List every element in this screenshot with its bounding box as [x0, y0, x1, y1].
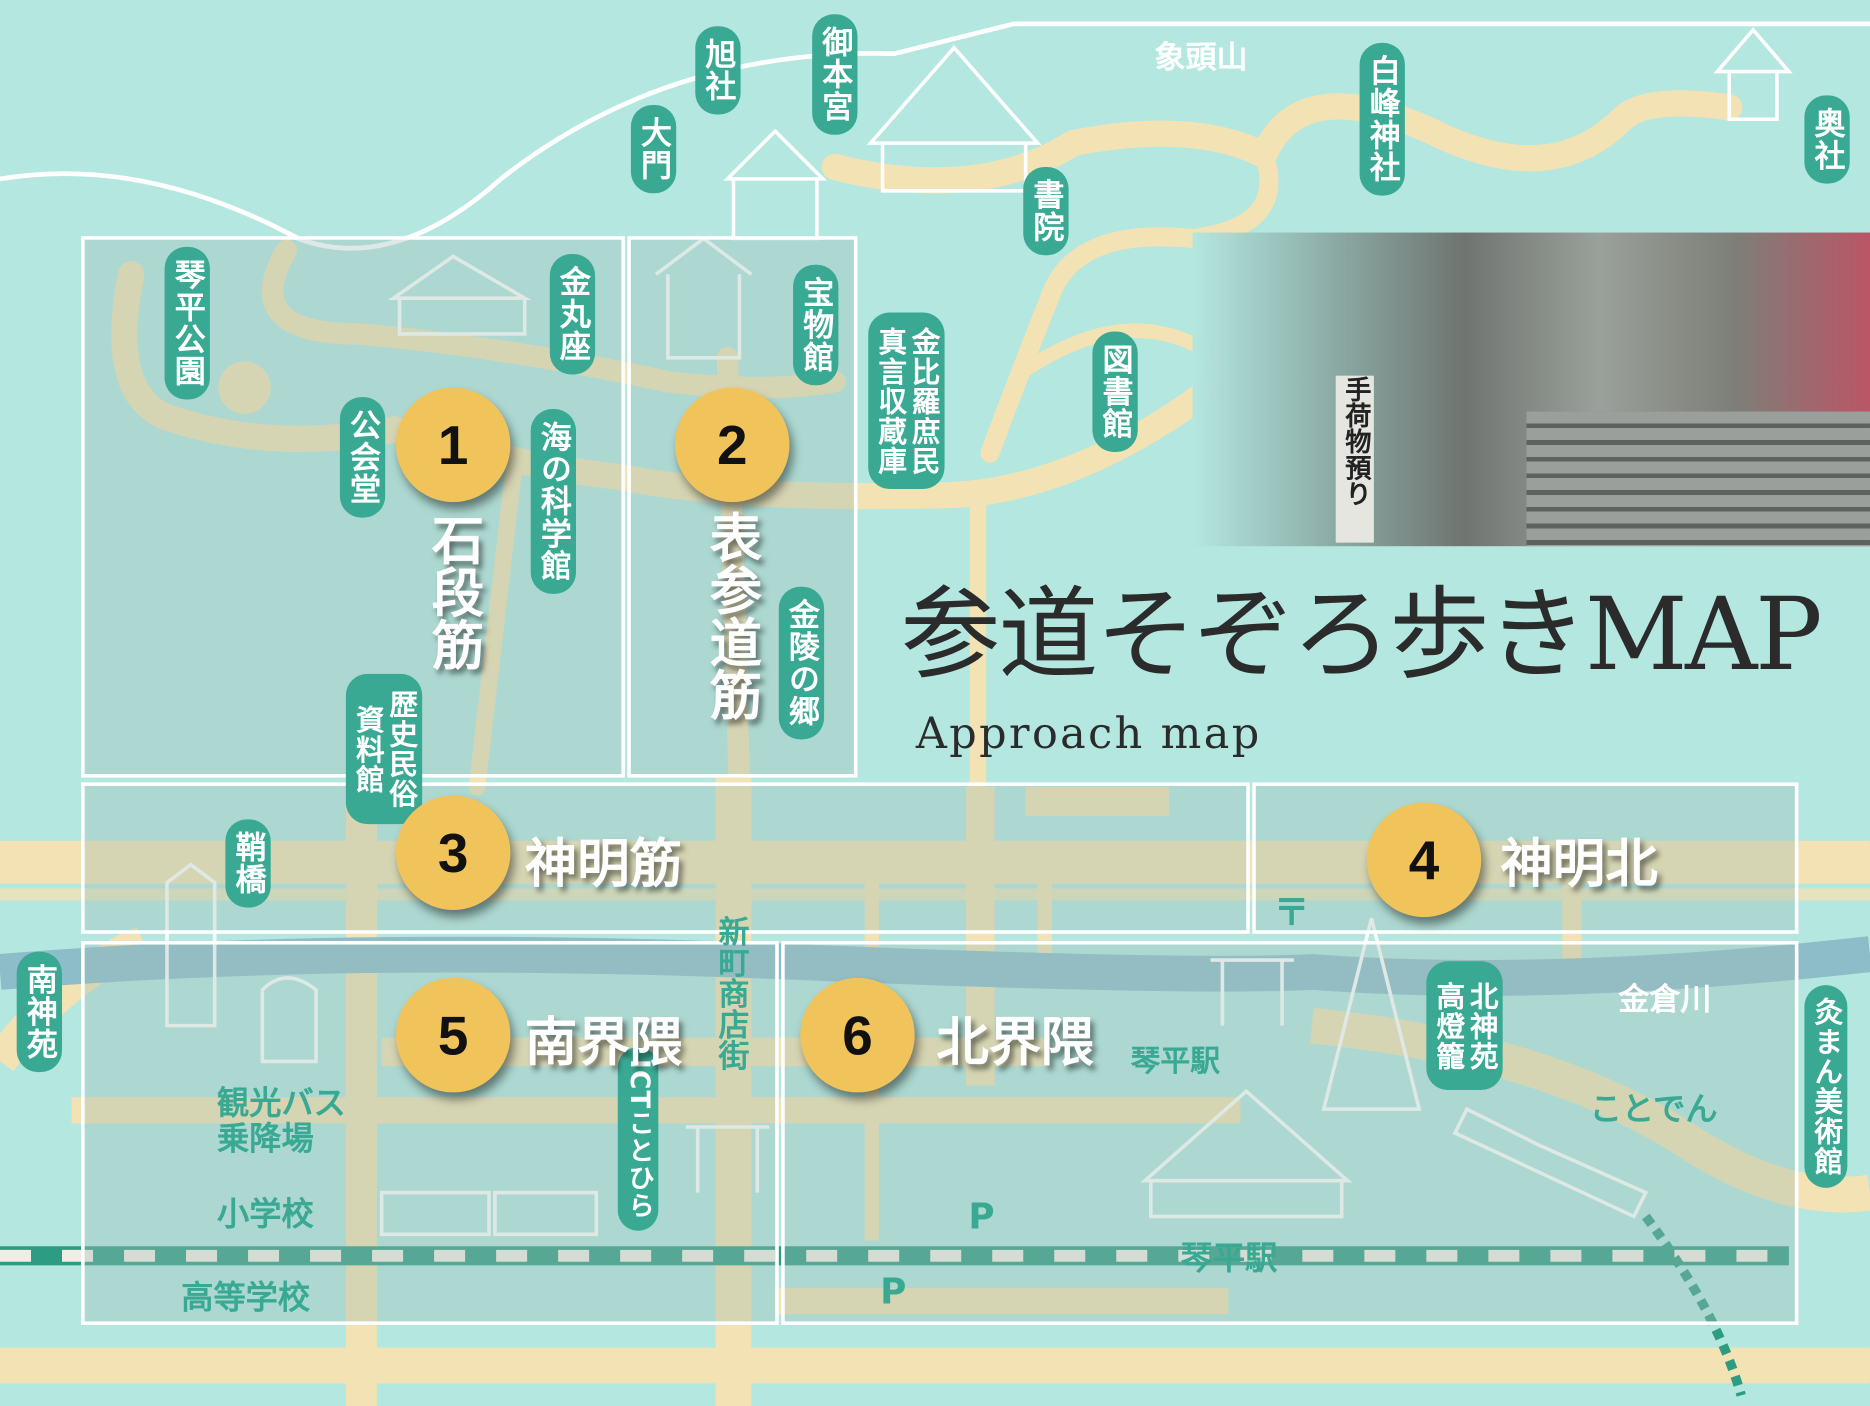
area-box-4[interactable]	[1252, 782, 1799, 934]
label-elementary-school: 小学校	[217, 1196, 314, 1234]
label-shingon-shomin: 金比羅庶民真言収蔵庫	[868, 312, 945, 489]
label-shinmachi-shotengai: 新町商店街	[713, 915, 749, 1071]
area-name-5[interactable]: 南界隈	[524, 1012, 683, 1074]
label-kanamaruza: 金丸座	[549, 254, 596, 375]
label-rekishi: 歴史民俗	[384, 689, 418, 809]
label-rekishi-minzoku-shiryokan: 歴史民俗資料館	[345, 673, 423, 825]
label-kyuman-museum: 灸まん美術館	[1804, 985, 1848, 1188]
label-shingon: 真言収蔵庫	[872, 326, 907, 476]
label-umi-kagakukan: 海の科学館	[530, 409, 577, 594]
parking-icon: P	[968, 1196, 995, 1238]
label-homotsukan: 宝物館	[793, 264, 839, 386]
label-bus: 観光バス	[217, 1085, 346, 1123]
label-shiromine-jinja: 白峰神社	[1359, 42, 1405, 196]
label-daimon: 大門	[630, 104, 677, 194]
label-kanakura-river: 金倉川	[1618, 982, 1712, 1019]
area-name-4[interactable]: 神明北	[1500, 833, 1658, 895]
map-title: 参道そぞろ歩きMAP	[900, 576, 1822, 693]
area-marker-1[interactable]: 1	[395, 387, 511, 503]
label-kotohira-park: 琴平公園	[164, 246, 210, 400]
area-marker-4[interactable]: 4	[1366, 802, 1482, 918]
area-box-6[interactable]	[781, 940, 1799, 1325]
label-takadoro: 高燈籠	[1431, 980, 1465, 1071]
label-ict-kotohira: ICTことひら	[617, 1047, 659, 1232]
mountain-label: 象頭山	[1154, 40, 1248, 77]
label-high-school: 高等学校	[181, 1279, 311, 1317]
kanakura-river	[0, 936, 1870, 996]
luggage-sign: 手荷物預り	[1335, 375, 1374, 543]
area-box-3[interactable]	[81, 782, 1250, 934]
label-kotohira-station: 琴平駅	[1180, 1240, 1278, 1278]
label-kokaido: 公会堂	[339, 397, 386, 518]
map-subtitle: Approach map	[915, 709, 1262, 759]
label-kotoden: ことでん	[1589, 1091, 1718, 1129]
label-okusha: 奥社	[1804, 95, 1850, 184]
parking-icon-2: P	[880, 1271, 907, 1314]
area-marker-6[interactable]: 6	[800, 977, 915, 1093]
label-minami-shinen: 南神苑	[16, 951, 63, 1073]
label-shiryokan: 資料館	[350, 704, 385, 794]
label-library: 図書館	[1092, 331, 1138, 452]
label-asahisha: 旭社	[695, 26, 741, 115]
label-shomin: 金比羅庶民	[906, 326, 940, 476]
mountain-paths	[111, 90, 1743, 798]
label-gohongu: 御本宮	[812, 14, 858, 135]
label-kotohira-station-jr: 琴平駅	[1130, 1043, 1221, 1079]
post-office-icon: 〒	[1273, 892, 1310, 934]
area-marker-3[interactable]: 3	[395, 795, 511, 910]
label-shoin: 書院	[1023, 166, 1069, 256]
area-name-3[interactable]: 神明筋	[524, 833, 683, 895]
approach-stairs-photo: 手荷物預り	[1192, 232, 1870, 547]
area-name-6[interactable]: 北界隈	[936, 1012, 1094, 1074]
label-kinryo-no-sato: 金陵の郷	[778, 586, 825, 740]
area-name-2[interactable]: 表参道筋	[700, 510, 761, 721]
label-bus-stop: 乗降場	[217, 1121, 314, 1159]
stairs-image	[1526, 411, 1870, 547]
shrine-illustrations	[165, 27, 1793, 1237]
area-marker-2[interactable]: 2	[675, 387, 790, 503]
area-name-1[interactable]: 石段筋	[422, 512, 484, 671]
label-takadoro-kita-shinen: 北神苑高燈籠	[1426, 961, 1503, 1091]
label-sayabashi: 鞘橋	[225, 819, 271, 908]
area-marker-5[interactable]: 5	[395, 977, 511, 1093]
label-kita-shinen: 北神苑	[1464, 980, 1498, 1071]
